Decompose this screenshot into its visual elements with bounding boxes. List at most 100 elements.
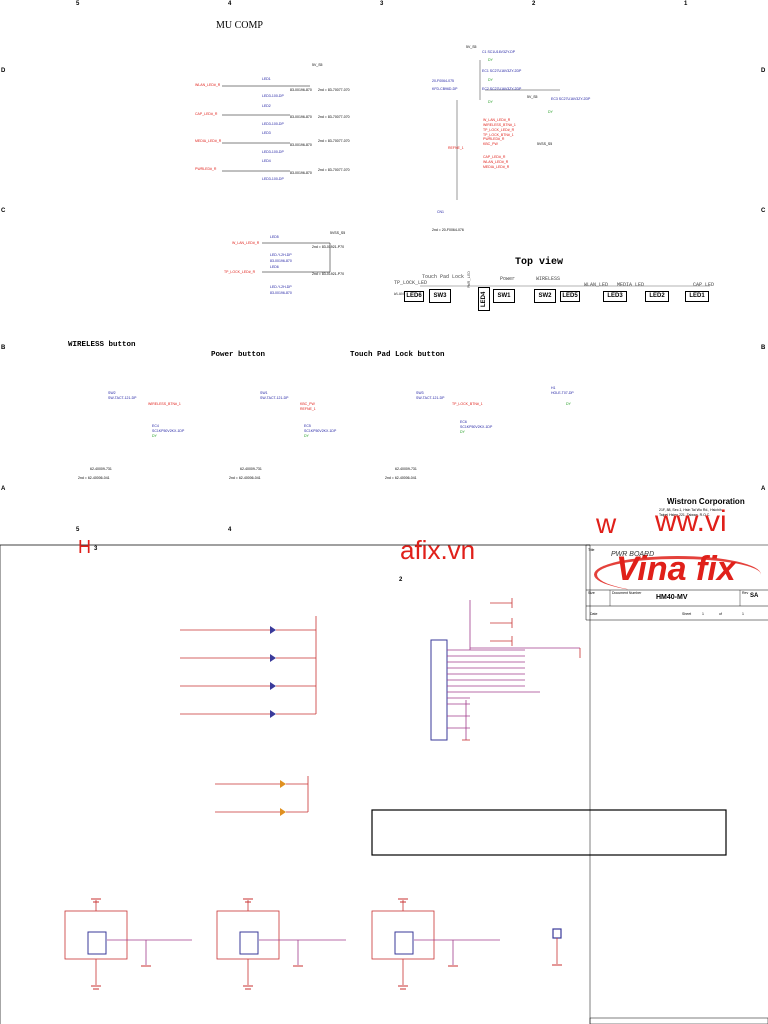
sw3-2nd: 2nd = 62-40006-041 bbox=[385, 476, 417, 480]
led-2nd-5: 2nd = 83-01921-P70 bbox=[312, 245, 345, 249]
led-pn-6: 83-00196-870 bbox=[270, 291, 292, 295]
led-part-5: LED-Y-2H-DP bbox=[270, 253, 292, 257]
h1-ref: H1 bbox=[551, 386, 556, 390]
conn-sig-5: KBC_PW bbox=[483, 142, 498, 146]
net-5vss-s5: 5VSS_S5 bbox=[330, 231, 346, 235]
bottom-col-5: 5 bbox=[76, 527, 80, 533]
doc-value: HM40-MV bbox=[656, 594, 688, 601]
led-2nd-6: 2nd = 83-01921-P70 bbox=[312, 272, 345, 276]
ec6-part: SC1KP50V2KX-1DP bbox=[460, 425, 493, 429]
rev-label: Rev bbox=[742, 591, 749, 595]
cap-dy-3: DY bbox=[488, 100, 493, 104]
sw2-ref: SW2 bbox=[108, 391, 116, 395]
bottom-h-sub: 3 bbox=[94, 546, 98, 552]
net-5vss-conn: 5VSS_S5 bbox=[537, 142, 553, 146]
company-name: Wistron Corporation bbox=[667, 497, 745, 506]
ec4-dy: DY bbox=[152, 434, 157, 438]
row-label-c-right: C bbox=[761, 208, 766, 214]
row-label-b-right: B bbox=[761, 345, 766, 351]
tv-side-pwr-led: PWR_LED bbox=[468, 271, 472, 288]
col-label-4: 4 bbox=[228, 1, 232, 7]
logo-fix: fix bbox=[696, 550, 736, 588]
tv-box-led6: LED6 bbox=[404, 291, 424, 302]
vinafix-logo: Vina fix bbox=[592, 548, 761, 593]
net-5v-conn-2: 5V_S5 bbox=[527, 95, 538, 99]
sheet-value: 1 bbox=[702, 612, 704, 616]
conn-2nd: 2nd = 20-F0064-076 bbox=[432, 228, 464, 232]
sw3-pn: 62-40009-731 bbox=[395, 467, 417, 471]
watermark-fix: afix.vn bbox=[400, 535, 476, 565]
ec4-part: SC1KP50V2KX-1DP bbox=[152, 429, 185, 433]
tv-label-wlan-led: WLAN_LED bbox=[584, 282, 609, 288]
led-2nd-1: 2nd = 83-70077-070 bbox=[318, 88, 350, 92]
led-group-top bbox=[222, 85, 331, 273]
cap-c1: C1 SC1U16V3ZY-DP bbox=[482, 50, 516, 54]
led-ref-6: LED6 bbox=[270, 265, 279, 269]
conn-sig-7: CAP_LED#_R bbox=[483, 155, 506, 159]
tv-box-led4: LED4 bbox=[478, 287, 490, 311]
doc-label: Document Number bbox=[612, 591, 642, 595]
led-part-1: LED3-100-DP bbox=[262, 94, 284, 98]
conn-sig-2: TP_LOCK_LED#_R bbox=[483, 128, 515, 132]
h1-part: HOLE-T07-DP bbox=[551, 391, 574, 395]
connector-pins-top bbox=[456, 60, 560, 200]
tv-box-led5: LED5 bbox=[560, 291, 580, 302]
switch-blocks bbox=[64, 898, 562, 990]
title-label: Title bbox=[588, 548, 595, 552]
bottom-col-4: 4 bbox=[228, 527, 232, 533]
signal-pwr-led: PWRLED#_R bbox=[195, 167, 217, 171]
top-view-title: Top view bbox=[515, 257, 564, 268]
conn-sig-9: MEDIA_LED#_R bbox=[483, 165, 510, 169]
led-ref-2: LED2 bbox=[262, 104, 271, 108]
ec5-ref: EC5 bbox=[304, 424, 311, 428]
row-label-d-left: D bbox=[1, 68, 6, 74]
row-label-b-left: B bbox=[1, 345, 6, 351]
led-part-2: LED3-100-DP bbox=[262, 122, 284, 126]
logo-vina: Vina bbox=[616, 550, 687, 588]
signal-wlan-led-2: W_LAN_LED#_R bbox=[232, 241, 260, 245]
sw2-signal: WIRELESS_BTN#_1 bbox=[148, 402, 181, 406]
tv-label-wireless: WIRELESS bbox=[536, 276, 561, 282]
sw1-signal-2: REFNE_1 bbox=[300, 407, 316, 411]
col-label-1: 1 bbox=[684, 1, 688, 7]
net-5v-s5: 5V_S5 bbox=[312, 63, 323, 67]
tv-label-wlan: WLAN LED bbox=[394, 293, 413, 297]
tv-box-led3: LED3 bbox=[603, 291, 627, 302]
conn-pn: 20-F0064-075 bbox=[432, 79, 454, 83]
bottom-col-2: 2 bbox=[399, 577, 403, 583]
cap-dy-4: DY bbox=[548, 110, 553, 114]
tv-label-cap-led: CAP LED bbox=[693, 282, 715, 288]
sw2-2nd: 2nd = 62-40006-041 bbox=[78, 476, 110, 480]
tv-label-touch-pad-lock: Touch Pad Lock bbox=[422, 274, 465, 280]
tp-lock-button-title: Touch Pad Lock button bbox=[350, 351, 445, 359]
sw2-pn: 62-40009-731 bbox=[90, 467, 112, 471]
of-value: 1 bbox=[742, 612, 744, 616]
notes-box bbox=[371, 809, 727, 856]
sw3-signal: TP_LOCK_BTN#_1 bbox=[452, 402, 483, 406]
tv-label-media-led: MEDIA LED bbox=[617, 282, 645, 288]
conn-sig-0: W_LAN_LED#_R bbox=[483, 118, 511, 122]
led-part-4: LED3-100-DP bbox=[262, 177, 284, 181]
col-label-2: 2 bbox=[532, 1, 536, 7]
sw3-ref: SW3 bbox=[416, 391, 424, 395]
led-part-6: LED-Y-2H-DP bbox=[270, 285, 292, 289]
led-part-3: LED3-100-DP bbox=[262, 150, 284, 154]
sw2-part: SW-TACT-121-DP bbox=[108, 396, 137, 400]
rev-value: SA bbox=[750, 593, 759, 599]
tv-box-sw3: SW3 bbox=[429, 289, 451, 303]
conn-sig-8: WLAN_LED#_R bbox=[483, 160, 509, 164]
net-5v-conn: 5V_S5 bbox=[466, 45, 477, 49]
sheet-label: Sheet bbox=[682, 612, 692, 616]
section-title-mu-comp: MU COMP bbox=[216, 20, 263, 31]
conn-name: KFD-CB96D-DP bbox=[432, 87, 458, 91]
cap-ec3: EC3 SC27U16V3ZY-2DP bbox=[551, 97, 591, 101]
tv-box-led1: LED1 bbox=[685, 291, 709, 302]
ec6-dy: DY bbox=[460, 430, 465, 434]
led-ref-5: LED5 bbox=[270, 235, 279, 239]
led-2nd-4: 2nd = 83-70077-070 bbox=[318, 168, 350, 172]
h1-dy: DY bbox=[566, 402, 571, 406]
company-address-2: Taipei Hsien 221, Taiwan, R.O.C. bbox=[659, 513, 711, 517]
company-address: 21F, 88, Sec.1, Hsin Tai Wu Rd., Hsichih… bbox=[659, 508, 723, 512]
led-triangles-bottom bbox=[270, 626, 276, 718]
conn-sig-1: WIRELESS_BTN#_1 bbox=[483, 123, 516, 127]
